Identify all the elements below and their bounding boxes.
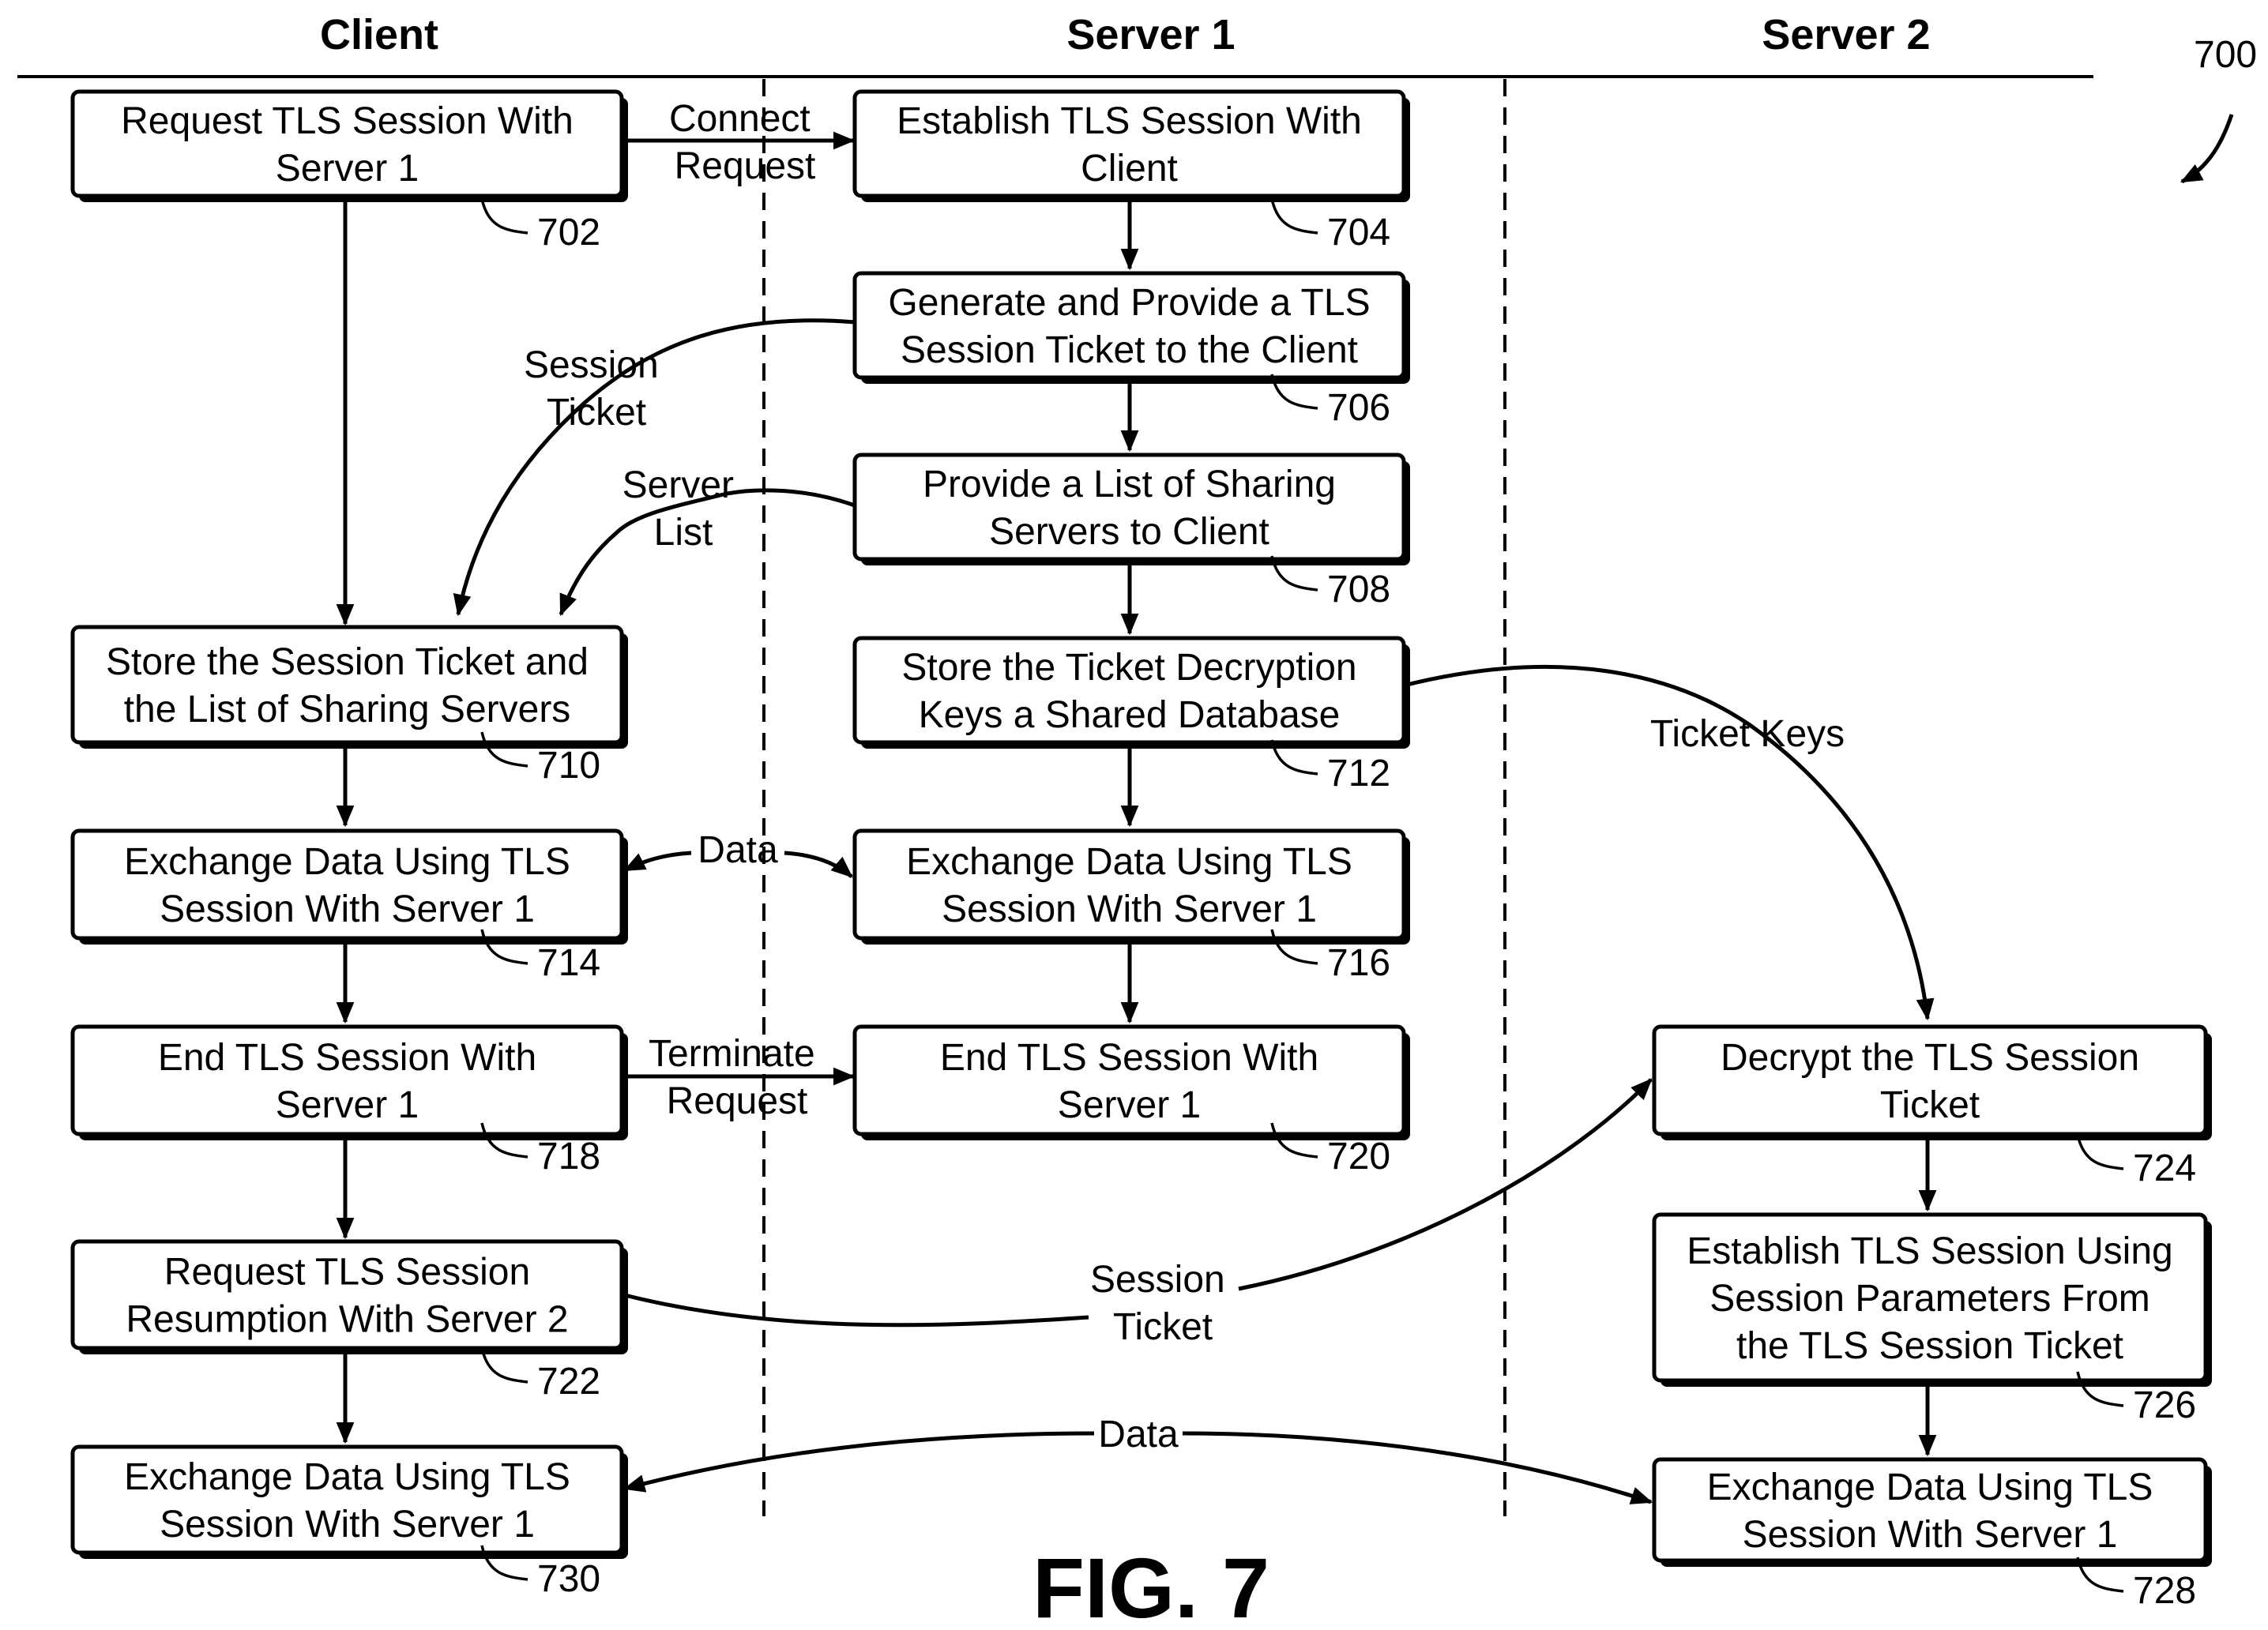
step-label-line: Store the Ticket Decryption bbox=[901, 647, 1356, 689]
step-label-line: Exchange Data Using TLS bbox=[906, 841, 1352, 883]
data-arrow-to-client bbox=[625, 853, 691, 870]
step-730: Exchange Data Using TLS Session With Serv… bbox=[73, 1447, 628, 1600]
step-ref-number: 726 bbox=[2133, 1384, 2196, 1426]
step-label-line: Decrypt the TLS Session bbox=[1721, 1037, 2139, 1079]
step-ref-number: 720 bbox=[1327, 1136, 1390, 1177]
data-label-2: Data bbox=[1098, 1414, 1179, 1455]
step-label-line: Generate and Provide a TLS bbox=[888, 282, 1370, 324]
step-ref-number: 708 bbox=[1327, 569, 1390, 610]
step-label-line: Client bbox=[1081, 148, 1178, 190]
lane-title-server2: Server 2 bbox=[1762, 11, 1930, 58]
step-label-line: Exchange Data Using TLS bbox=[124, 1456, 570, 1498]
figure-number-arrow bbox=[2182, 115, 2232, 182]
step-label-line: Resumption With Server 2 bbox=[126, 1299, 568, 1341]
step-label-line: Request TLS Session With bbox=[121, 100, 574, 142]
step-716: Exchange Data Using TLS Session With Serv… bbox=[855, 831, 1410, 984]
step-ref-number: 722 bbox=[537, 1361, 600, 1403]
step-boxes: Request TLS Session WithServer 1702Estab… bbox=[73, 92, 2212, 1612]
step-label-line: Establish TLS Session Using bbox=[1687, 1230, 2172, 1272]
figure-caption: FIG. 7 bbox=[1032, 1540, 1269, 1630]
step-label-line: Server 1 bbox=[276, 1084, 419, 1126]
step-label-line: Exchange Data Using TLS bbox=[124, 841, 570, 883]
session-ticket-resume-arrow-a bbox=[625, 1295, 1089, 1325]
step-ref-number: 714 bbox=[537, 942, 600, 984]
step-ref-number: 702 bbox=[537, 212, 600, 254]
step-ref-number: 724 bbox=[2133, 1147, 2196, 1189]
step-ref-number: 704 bbox=[1327, 212, 1390, 254]
step-ref-number: 710 bbox=[537, 745, 600, 787]
step-ref-number: 718 bbox=[537, 1136, 600, 1177]
step-722: Request TLS SessionResumption With Serve… bbox=[73, 1241, 628, 1403]
step-ref-number: 716 bbox=[1327, 942, 1390, 984]
data-arrow-2-to-server2 bbox=[1183, 1433, 1651, 1502]
step-724: Decrypt the TLS SessionTicket 724 bbox=[1654, 1027, 2212, 1189]
step-728: Exchange Data Using TLS Session With Serv… bbox=[1654, 1459, 2212, 1612]
step-label-line: Store the Session Ticket and bbox=[106, 641, 589, 683]
step-label-line: Server 1 bbox=[1058, 1084, 1201, 1126]
step-label-line: the List of Sharing Servers bbox=[124, 689, 571, 730]
step-718: End TLS Session WithServer 1 718 bbox=[73, 1027, 628, 1177]
step-ref-number: 730 bbox=[537, 1558, 600, 1600]
data-arrow-2-to-client bbox=[625, 1433, 1094, 1489]
step-label-line: Keys a Shared Database bbox=[919, 694, 1341, 736]
step-708: Provide a List of SharingServers to Clie… bbox=[855, 455, 1410, 610]
step-label-line: Provide a List of Sharing bbox=[923, 464, 1336, 505]
step-726: Establish TLS Session UsingSession Param… bbox=[1654, 1215, 2212, 1426]
step-label-line: Session Parameters From bbox=[1709, 1278, 2150, 1320]
server-list-label: Server List bbox=[622, 464, 745, 554]
step-712: Store the Ticket DecryptionKeys a Shared… bbox=[855, 638, 1410, 794]
ref-leader-line bbox=[1272, 199, 1318, 233]
step-label-line: Exchange Data Using TLS bbox=[1707, 1467, 2153, 1508]
step-label-line: Ticket bbox=[1880, 1084, 1980, 1126]
ref-leader-line bbox=[482, 199, 528, 233]
step-720: End TLS Session WithServer 1 720 bbox=[855, 1027, 1410, 1177]
data-label-1: Data bbox=[698, 829, 778, 871]
step-702: Request TLS Session WithServer 1 702 bbox=[73, 92, 628, 254]
step-704: Establish TLS Session WithClient 704 bbox=[855, 92, 1410, 254]
step-label-line: Establish TLS Session With bbox=[897, 100, 1362, 142]
step-label-line: Session With Server 1 bbox=[942, 888, 1317, 930]
step-ref-number: 712 bbox=[1327, 753, 1390, 794]
figure-number: 700 bbox=[2194, 34, 2257, 76]
step-710: Store the Session Ticket and the List of … bbox=[73, 627, 628, 787]
step-label-line: the TLS Session Ticket bbox=[1736, 1325, 2123, 1367]
step-label-line: End TLS Session With bbox=[940, 1037, 1318, 1079]
step-label-line: End TLS Session With bbox=[158, 1037, 536, 1079]
lane-title-server1: Server 1 bbox=[1066, 11, 1235, 58]
ticket-keys-label: Ticket Keys bbox=[1650, 713, 1845, 755]
step-706: Generate and Provide a TLS Session Ticket… bbox=[855, 273, 1410, 429]
step-label-line: Server 1 bbox=[276, 148, 419, 190]
data-arrow-to-server1 bbox=[784, 853, 852, 877]
session-ticket-label: Session Ticket bbox=[524, 344, 669, 434]
step-714: Exchange Data Using TLS Session With Serv… bbox=[73, 831, 628, 984]
lane-title-client: Client bbox=[320, 11, 438, 58]
step-ref-number: 728 bbox=[2133, 1570, 2196, 1612]
step-label-line: Servers to Client bbox=[989, 511, 1269, 553]
step-label-line: Session With Server 1 bbox=[160, 1504, 535, 1545]
step-label-line: Session With Server 1 bbox=[160, 888, 535, 930]
step-ref-number: 706 bbox=[1327, 387, 1390, 429]
step-label-line: Request TLS Session bbox=[164, 1252, 530, 1294]
step-label-line: Session With Server 1 bbox=[1743, 1514, 2118, 1556]
step-label-line: Session Ticket to the Client bbox=[901, 329, 1358, 371]
session-ticket-resume-label: Session Ticket bbox=[1090, 1259, 1236, 1348]
